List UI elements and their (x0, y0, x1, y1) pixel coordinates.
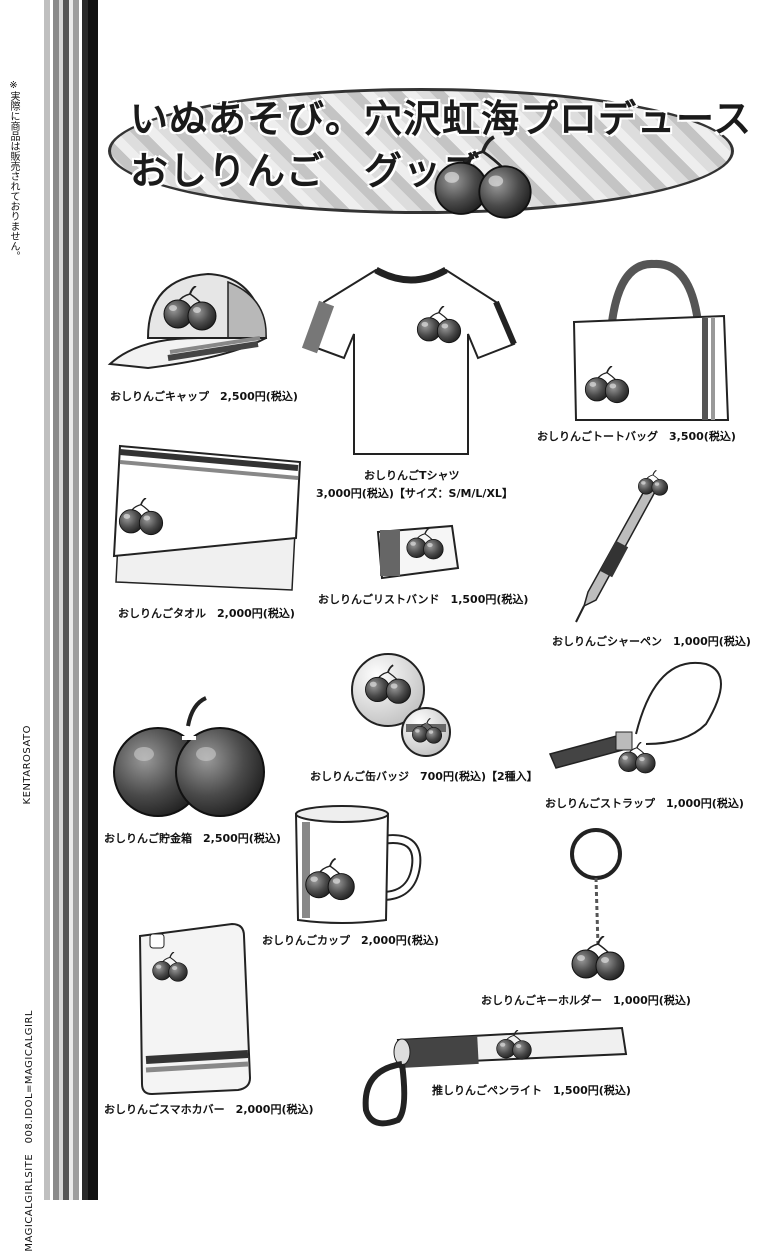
footer-author-credit: KENTAROSATO (22, 725, 33, 805)
phone-cover-illustration (138, 922, 252, 1096)
tote-caption: おしりんごトートバッグ 3,500(税込) (537, 430, 736, 443)
towel-caption: おしりんごタオル 2,000円(税込) (118, 607, 295, 620)
cap-caption: おしりんごキャップ 2,500円(税込) (110, 390, 298, 403)
towel-illustration (112, 444, 302, 591)
cap-illustration (107, 272, 268, 370)
coin-bank-illustration (113, 696, 265, 817)
coin-bank-caption: おしりんご貯金箱 2,500円(税込) (104, 832, 281, 845)
strap-caption: おしりんごストラップ 1,000円(税込) (545, 797, 744, 810)
can-badge-illustration (351, 653, 451, 757)
wristband-caption: おしりんごリストバンド 1,500円(税込) (318, 593, 529, 606)
strap-illustration (548, 661, 722, 774)
tshirt-illustration (301, 266, 517, 455)
title-oval-background (108, 88, 734, 214)
mechanical-pencil-illustration (575, 470, 669, 623)
pencil-caption: おしりんごシャーペン 1,000円(税込) (552, 635, 751, 648)
title-banner: いぬあそび。穴沢虹海プロデュース おしりんご グッズ (108, 78, 751, 220)
title-line-2: おしりんご グッズ (130, 149, 482, 193)
footer-site-credit: MAGICALGIRLSITE 008.IDOL=MAGICALGIRL (24, 1010, 35, 1252)
title-cherry-icon (433, 135, 533, 220)
tshirt-caption-name: おしりんごTシャツ (364, 469, 460, 482)
decorative-stripe-border (44, 0, 98, 1200)
wristband-illustration (376, 524, 460, 580)
keyholder-illustration (570, 828, 625, 981)
can-badge-caption: おしりんご缶バッジ 700円(税込)【2種入】 (310, 770, 538, 783)
disclaimer-note: ※実際に商品は販売されておりません。 (8, 80, 19, 261)
tote-illustration (572, 259, 730, 421)
cup-caption: おしりんごカップ 2,000円(税込) (262, 934, 439, 947)
tshirt-caption-price: 3,000円(税込)【サイズ：S/M/L/XL】 (316, 487, 513, 500)
phone-cover-caption: おしりんごスマホカバー 2,000円(税込) (104, 1103, 314, 1116)
penlight-illustration (362, 1026, 628, 1127)
cup-illustration (294, 805, 422, 924)
penlight-caption: 推しりんごペンライト 1,500円(税込) (432, 1084, 631, 1097)
title-line-1: いぬあそび。穴沢虹海プロデュース (130, 97, 753, 141)
keyholder-caption: おしりんごキーホルダー 1,000円(税込) (481, 994, 691, 1007)
